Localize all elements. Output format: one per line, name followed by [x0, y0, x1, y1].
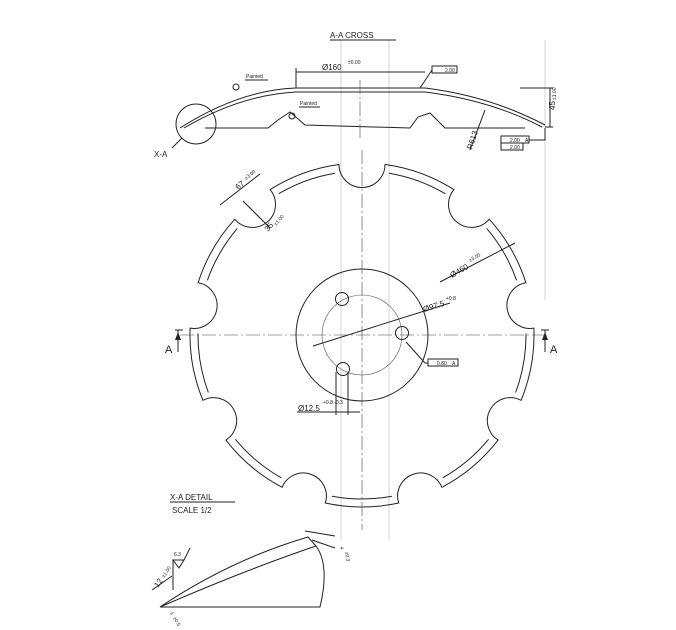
bolt-circle-label: Ø97.5: [422, 299, 446, 314]
flatness-label: 2.00: [445, 68, 455, 74]
roughness-label: 6.3: [174, 552, 181, 558]
arrow-up-icon: [175, 332, 181, 340]
detail-scale: SCALE 1/2: [172, 506, 212, 515]
disc-dia-tolerance: ±3.00: [468, 252, 482, 264]
detail-title: X-A DETAIL: [170, 493, 213, 502]
radius-label: R613: [465, 129, 480, 150]
outer-dia-tolerance: ±0.00: [348, 60, 361, 66]
outer-dia-label: Ø160: [322, 63, 342, 72]
disc-outline: [189, 163, 535, 508]
section-view: A-A CROSS Ø160 ±0.00 2.00 Painted Painte…: [154, 31, 558, 159]
detail-callout: X-A: [154, 150, 168, 159]
thickness-tolerance: ±0.3: [343, 551, 351, 562]
notch-width-tolerance: ±3.00: [244, 169, 258, 182]
hub-inner-circle: [321, 294, 403, 376]
hub-outer-circle: [295, 268, 429, 402]
edge-label: 1: [168, 611, 175, 617]
bolt-hole: [395, 326, 409, 340]
bolt-hole: [336, 362, 350, 376]
arrow-up-icon: [542, 332, 548, 340]
disc-view: Ø97.5 +0.8 0.80 A Ø12.5 +0.8 -0.3 Ø460 ±…: [165, 150, 558, 530]
circularity-label: 2.00: [510, 145, 520, 151]
detail-view: X-A DETAIL SCALE 1/2 4 ±0.3 6.3 12 ±1.00…: [151, 493, 351, 628]
surface-finish-icon: [172, 547, 191, 569]
runout-datum: A: [525, 138, 529, 144]
bolt-hole: [335, 292, 349, 306]
bolt-circle-tolerance: +0.8: [446, 296, 456, 302]
edge-tolerance: ±0.5: [171, 616, 181, 628]
runout-label: 2.00: [510, 138, 520, 144]
thickness-label: 4: [338, 546, 344, 550]
painted-label: Painted: [300, 101, 317, 107]
painted-label: Painted: [246, 74, 263, 80]
height-tolerance: ±1.00: [552, 87, 558, 100]
disc-dia-label: Ø460: [449, 262, 471, 280]
height-label: 45: [548, 101, 557, 110]
notch-width-label: 67: [234, 179, 247, 192]
hole-dia-label: Ø12.5: [298, 404, 320, 413]
section-marker-left: A: [165, 344, 173, 356]
notch-depth-tolerance: ±1.00: [273, 214, 286, 228]
position-datum: A: [452, 361, 456, 367]
section-title: A-A CROSS: [330, 31, 374, 40]
section-marker-right: A: [550, 344, 558, 356]
position-tol-label: 0.80: [437, 361, 447, 367]
hole-dia-tolerance: +0.8 -0.3: [323, 400, 343, 406]
